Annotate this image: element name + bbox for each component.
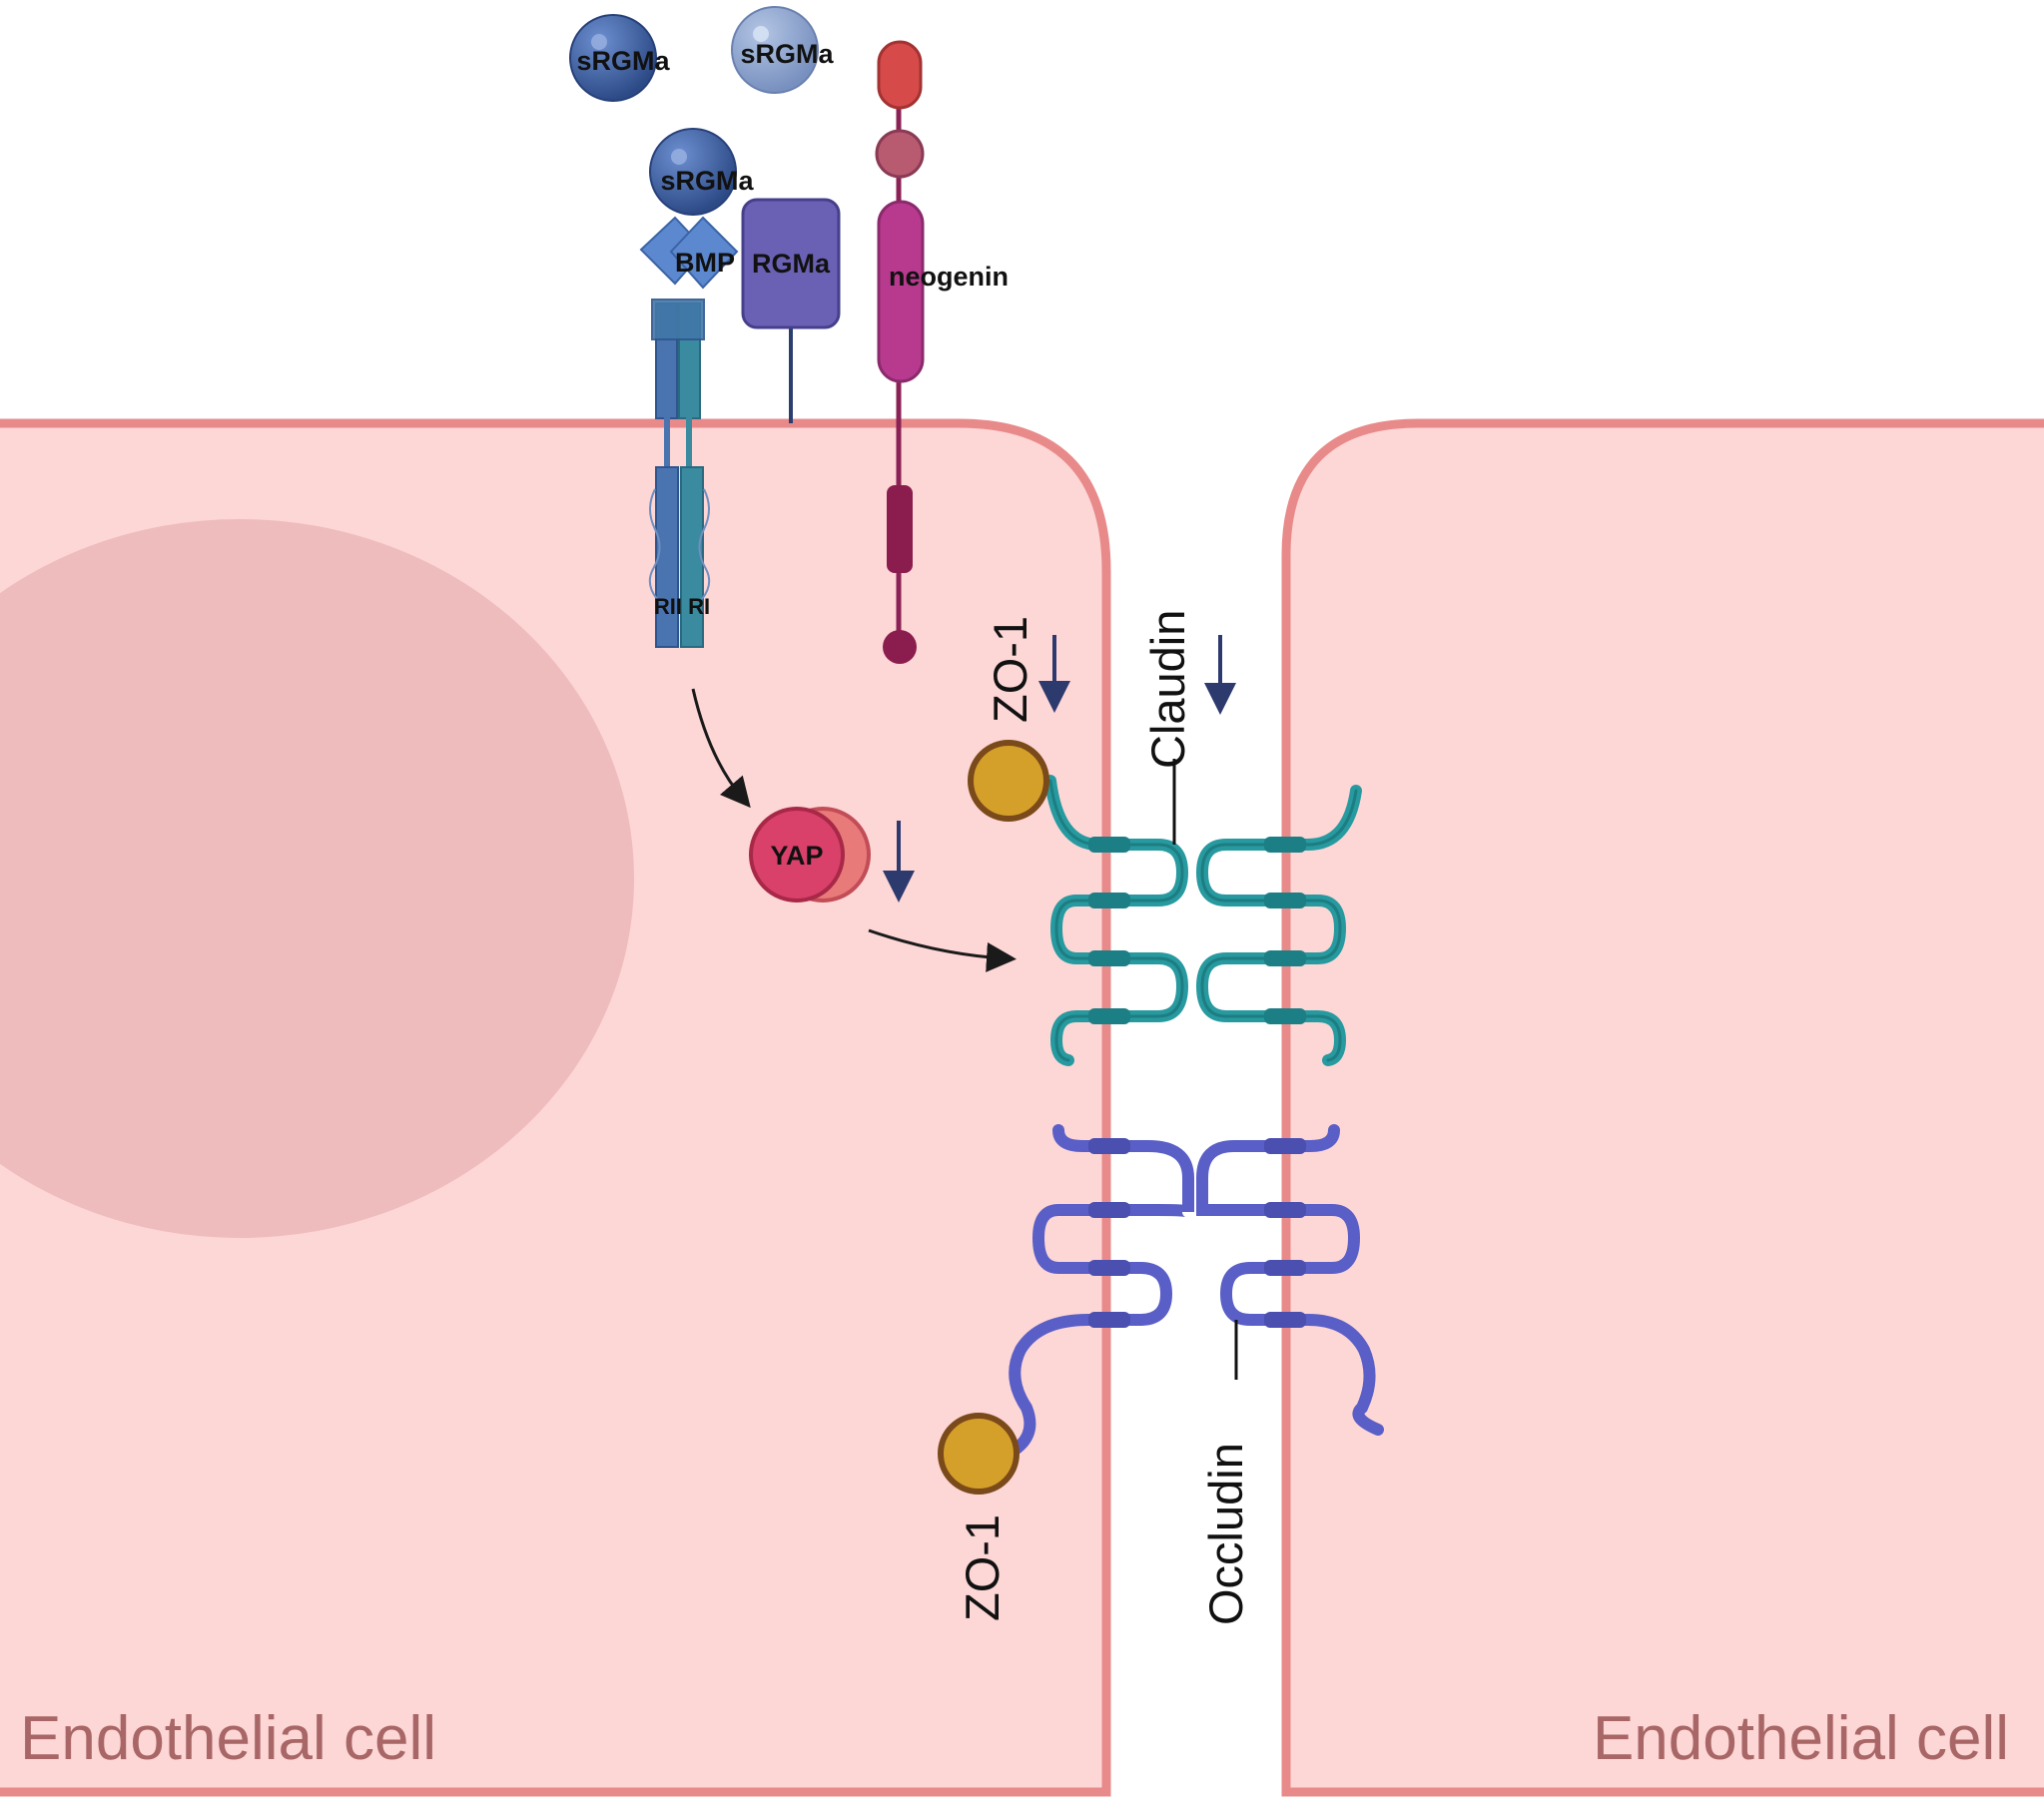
occludin-right: [1196, 1124, 1384, 1436]
receptor-type-label: RII RI: [654, 594, 710, 619]
yap-protein: YAP: [749, 807, 871, 902]
srgma-bound-label: sRGMa: [660, 166, 754, 196]
zo1-bottom: [938, 1413, 1020, 1495]
nucleus: [0, 519, 634, 1238]
neogenin-receptor: neogenin: [875, 40, 1009, 664]
occludin-label: Occludin: [1199, 1443, 1252, 1625]
right-cell-label: Endothelial cell: [1593, 1704, 2009, 1773]
bmp-label: BMP: [675, 248, 735, 278]
srgma-free-dark: sRGMa: [569, 14, 670, 102]
left-cell-label: Endothelial cell: [20, 1704, 436, 1773]
occludin-membrane-segments: [1088, 1138, 1306, 1328]
srgma-free-light: sRGMa: [731, 6, 834, 94]
claudin-right: [1195, 785, 1362, 1066]
srgma-free-label-1: sRGMa: [576, 46, 670, 76]
rgma-protein: RGMa: [741, 198, 841, 423]
receptor-to-yap-arrow: [691, 688, 751, 809]
neogenin-label: neogenin: [889, 262, 1009, 292]
bmp-receptor-complex: RII RI BMP sRGMa: [639, 128, 754, 648]
zo1-top-label: ZO-1: [984, 616, 1036, 723]
right-endothelial-cell: [1281, 418, 2044, 1797]
srgma-free-label-2: sRGMa: [740, 39, 834, 69]
yap-to-tight-junction-arrow: [868, 928, 1017, 972]
zo1-top: [968, 740, 1049, 822]
rgma-label: RGMa: [752, 249, 831, 279]
claudin-label: Claudin: [1141, 610, 1194, 769]
claudin-left: [1044, 775, 1189, 1066]
yap-label: YAP: [770, 841, 823, 871]
zo1-bottom-label: ZO-1: [956, 1514, 1009, 1621]
claudin-membrane-segments: [1088, 837, 1306, 1024]
